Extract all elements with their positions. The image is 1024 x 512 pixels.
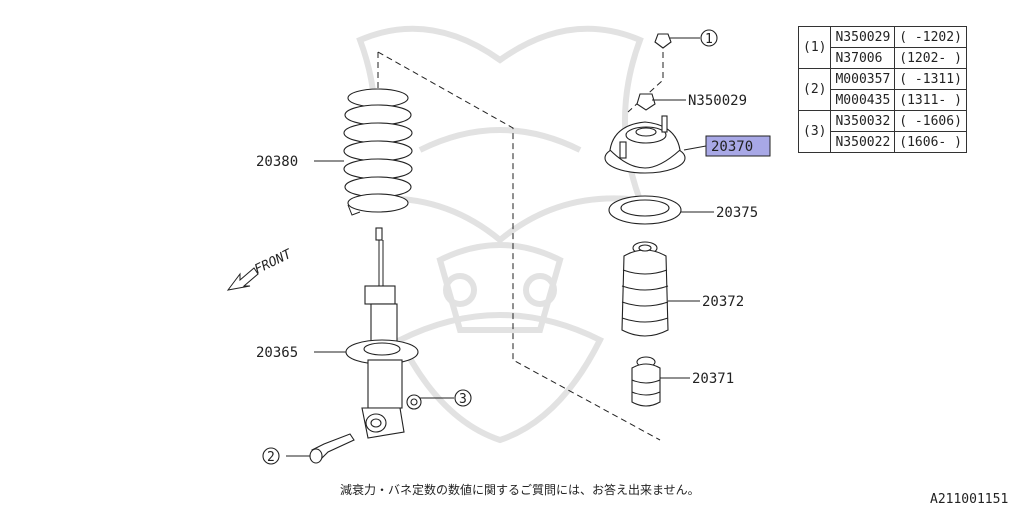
callout-3: 3 xyxy=(454,389,472,407)
table-range-cell: ( -1202) xyxy=(894,26,967,48)
label-20372[interactable]: 20372 xyxy=(702,294,744,310)
bump-stopper[interactable] xyxy=(631,356,661,407)
table-part-cell[interactable]: N350032 xyxy=(830,110,896,132)
dust-boot[interactable] xyxy=(621,241,669,337)
coil-spring[interactable] xyxy=(343,88,413,216)
label-20380[interactable]: 20380 xyxy=(256,154,298,170)
mount-nut[interactable] xyxy=(636,93,656,111)
table-part-cell[interactable]: N37006 xyxy=(830,47,896,69)
svg-text:3: 3 xyxy=(459,392,467,407)
table-part-cell[interactable]: M000435 xyxy=(830,89,896,111)
label-20365[interactable]: 20365 xyxy=(256,345,298,361)
diagram-id: A211001151 xyxy=(930,492,1008,507)
label-20371[interactable]: 20371 xyxy=(692,371,734,387)
table-range-cell: (1606- ) xyxy=(894,131,967,153)
callout-1: 1 xyxy=(700,29,718,47)
label-20370[interactable]: 20370 xyxy=(711,139,753,155)
front-label: FRONT xyxy=(252,246,295,277)
spring-seat[interactable] xyxy=(608,195,682,225)
table-row: N350022 (1606- ) xyxy=(799,131,967,153)
callout-2: 2 xyxy=(262,447,280,465)
table-ref-cell: (3) xyxy=(797,110,832,153)
lower-bolt[interactable] xyxy=(309,433,355,464)
table-range-cell: (1311- ) xyxy=(894,89,967,111)
table-row: (3) N350032 ( -1606) xyxy=(797,110,967,153)
label-n350029[interactable]: N350029 xyxy=(688,93,747,109)
lower-nut[interactable] xyxy=(406,394,422,410)
table-part-cell[interactable]: M000357 xyxy=(830,68,896,90)
part-number-table: (1) N350029 ( -1202) N37006 (1202- ) (2)… xyxy=(797,26,967,153)
front-arrow-icon xyxy=(226,267,259,291)
highlight-box xyxy=(705,135,771,157)
label-20375[interactable]: 20375 xyxy=(716,205,758,221)
table-range-cell: ( -1606) xyxy=(894,110,967,132)
table-part-cell[interactable]: N350022 xyxy=(830,131,896,153)
table-range-cell: ( -1311) xyxy=(894,68,967,90)
table-row: (1) N350029 ( -1202) xyxy=(797,26,967,69)
leader-lines xyxy=(286,37,714,457)
note-text: 減衰力・バネ定数の数値に関するご質問には、お答え出来ません。 xyxy=(340,482,700,497)
strut-assembly[interactable] xyxy=(345,227,419,439)
table-ref-cell: (2) xyxy=(797,68,832,111)
table-row: (2) M000357 ( -1311) xyxy=(797,68,967,111)
table-range-cell: (1202- ) xyxy=(894,47,967,69)
table-row: N37006 (1202- ) xyxy=(799,47,967,69)
table-ref-cell: (1) xyxy=(797,26,832,69)
table-row: M000435 (1311- ) xyxy=(799,89,967,111)
svg-text:1: 1 xyxy=(705,32,713,47)
strut-mount[interactable] xyxy=(604,115,686,174)
top-nut[interactable] xyxy=(654,33,672,49)
svg-text:2: 2 xyxy=(267,450,275,465)
table-part-cell[interactable]: N350029 xyxy=(830,26,896,48)
